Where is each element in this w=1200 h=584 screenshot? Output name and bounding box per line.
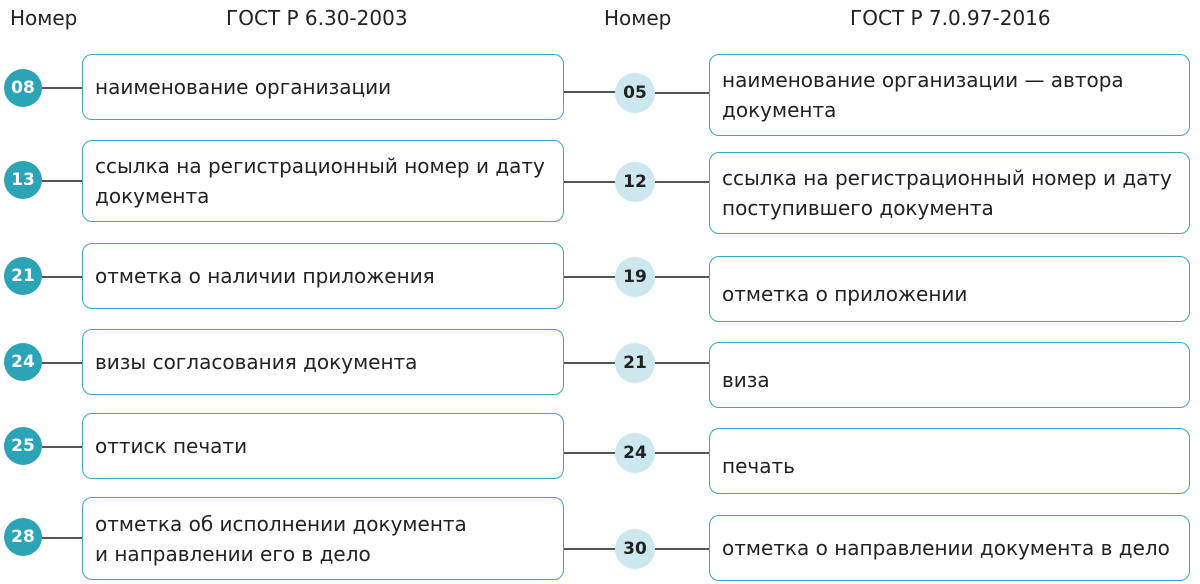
right-requisite-text: ссылка на регистрационный номер и дату п…	[722, 166, 1172, 220]
right-requisite-text: отметка о направлении документа в дело	[722, 536, 1170, 560]
right-requisite-text: печать	[722, 454, 795, 478]
right-connector	[652, 548, 710, 550]
right-connector	[652, 452, 710, 454]
left-requisite-box: отметка об исполнении документа и направ…	[82, 497, 564, 580]
right-requisite-text: виза	[722, 368, 770, 392]
left-requisite-box: ссылка на регистрационный номер и дату д…	[82, 140, 564, 222]
right-connector	[652, 92, 710, 94]
right-requisite-box: наименование организации — автора докуме…	[709, 54, 1190, 136]
left-number-badge: 28	[4, 518, 42, 556]
right-requisite-box: печать	[709, 428, 1190, 494]
right-number-badge: 24	[615, 433, 655, 473]
cross-connector	[563, 276, 619, 278]
right-connector	[652, 181, 710, 183]
left-number-header: Номер	[10, 6, 78, 30]
cross-connector	[563, 548, 619, 550]
left-number-badge: 13	[4, 161, 42, 199]
right-connector	[652, 276, 710, 278]
right-number-header: Номер	[604, 6, 672, 30]
left-connector	[42, 180, 82, 182]
right-requisite-text: наименование организации — автора докуме…	[722, 68, 1124, 122]
cross-connector	[563, 362, 619, 364]
cross-connector	[563, 91, 619, 93]
right-requisite-box: отметка о приложении	[709, 256, 1190, 322]
left-connector	[42, 87, 82, 89]
right-number-badge: 30	[615, 529, 655, 569]
left-number-badge: 25	[4, 427, 42, 465]
left-requisite-text: наименование организации	[95, 75, 392, 99]
left-requisite-text: отметка о наличии приложения	[95, 264, 435, 288]
left-requisite-box: наименование организации	[82, 54, 564, 120]
left-number-badge: 24	[4, 343, 42, 381]
right-requisite-box: ссылка на регистрационный номер и дату п…	[709, 152, 1190, 234]
cross-connector	[563, 452, 619, 454]
left-connector	[42, 446, 82, 448]
left-requisite-text: визы согласования документа	[95, 350, 418, 374]
left-connector	[42, 362, 82, 364]
left-requisite-text: оттиск печати	[95, 434, 248, 458]
right-number-badge: 19	[615, 257, 655, 297]
right-number-badge: 12	[615, 162, 655, 202]
right-requisite-text: отметка о приложении	[722, 282, 968, 306]
left-number-badge: 21	[4, 257, 42, 295]
left-connector	[42, 537, 82, 539]
left-requisite-box: оттиск печати	[82, 413, 564, 479]
right-connector	[652, 362, 710, 364]
left-requisite-box: визы согласования документа	[82, 329, 564, 395]
right-number-badge: 21	[615, 343, 655, 383]
left-number-badge: 08	[4, 69, 42, 107]
left-requisite-text: отметка об исполнении документа и направ…	[95, 511, 467, 566]
right-requisite-box: отметка о направлении документа в дело	[709, 515, 1190, 581]
right-requisite-box: виза	[709, 342, 1190, 408]
right-standard-title: ГОСТ Р 7.0.97-2016	[850, 6, 1051, 30]
left-requisite-box: отметка о наличии приложения	[82, 243, 564, 309]
left-requisite-text: ссылка на регистрационный номер и дату д…	[95, 154, 545, 208]
cross-connector	[563, 181, 619, 183]
left-standard-title: ГОСТ Р 6.30-2003	[226, 6, 408, 30]
right-number-badge: 05	[615, 73, 655, 113]
left-connector	[42, 276, 82, 278]
